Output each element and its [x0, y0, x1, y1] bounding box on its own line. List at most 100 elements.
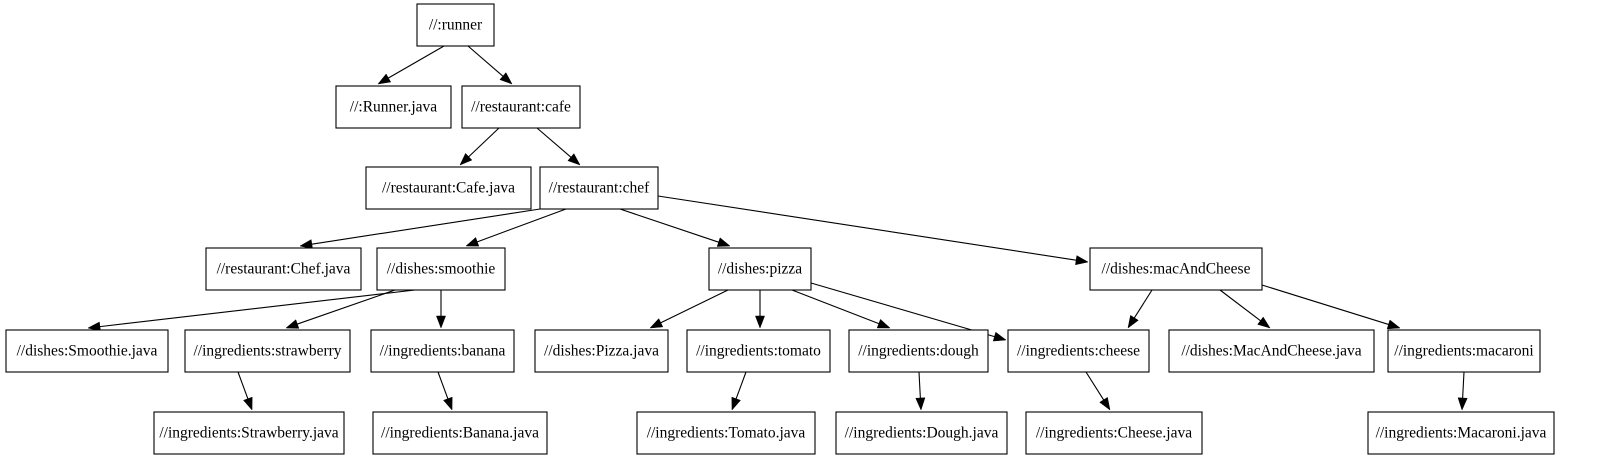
node-ing_banana[interactable]: //ingredients:banana: [370, 329, 515, 373]
node-box[interactable]: [1025, 411, 1203, 455]
node-label: //dishes:Pizza.java: [544, 343, 659, 360]
node-label: //ingredients:macaroni: [1394, 343, 1534, 360]
edge-arrowhead: [459, 152, 473, 166]
edge-line: [477, 208, 567, 243]
node-box[interactable]: [416, 3, 495, 47]
node-macandcheese_java[interactable]: //dishes:MacAndCheese.java: [1168, 329, 1375, 373]
edge-arrowhead: [992, 331, 1007, 342]
node-smoothie_java[interactable]: //dishes:Smoothie.java: [5, 329, 169, 373]
node-label: //ingredients:tomato: [696, 343, 821, 360]
node-runner[interactable]: //:runner: [416, 3, 495, 47]
node-ing_tomato[interactable]: //ingredients:tomato: [686, 329, 831, 373]
node-dough_java[interactable]: //ingredients:Dough.java: [835, 411, 1008, 455]
node-label: //ingredients:Banana.java: [381, 425, 539, 442]
node-ing_strawberry[interactable]: //ingredients:strawberry: [184, 329, 351, 373]
node-ing_dough[interactable]: //ingredients:dough: [848, 329, 989, 373]
node-box[interactable]: [372, 411, 548, 455]
node-macaroni_java[interactable]: //ingredients:Macaroni.java: [1367, 411, 1555, 455]
edge-arrowhead: [299, 239, 313, 250]
node-box[interactable]: [184, 329, 351, 373]
node-cheese_java[interactable]: //ingredients:Cheese.java: [1025, 411, 1203, 455]
node-box[interactable]: [1089, 247, 1263, 291]
node-box[interactable]: [335, 85, 452, 129]
node-dishes_pizza[interactable]: //dishes:pizza: [708, 247, 812, 291]
node-dishes_macandcheese[interactable]: //dishes:macAndCheese: [1089, 247, 1263, 291]
node-label: //dishes:pizza: [718, 261, 802, 278]
node-box[interactable]: [848, 329, 989, 373]
node-box[interactable]: [153, 411, 345, 455]
edge-dishes_smoothie-to-ing_strawberry: [285, 289, 396, 329]
edge-restaurant_chef-to-dishes_macandcheese: [657, 195, 1089, 266]
edge-line: [388, 45, 445, 79]
node-box[interactable]: [539, 166, 659, 210]
edge-arrowhead: [285, 319, 300, 329]
edge-arrowhead: [915, 397, 926, 411]
node-box[interactable]: [534, 329, 669, 373]
edge-line: [918, 371, 921, 399]
node-chef_java[interactable]: //restaurant:Chef.java: [205, 247, 362, 291]
node-box[interactable]: [365, 166, 532, 210]
edge-arrowhead: [1127, 314, 1139, 329]
edge-ing_banana-to-banana_java: [437, 371, 453, 411]
edge-arrowhead: [649, 318, 664, 329]
node-tomato_java[interactable]: //ingredients:Tomato.java: [636, 411, 816, 455]
edge-dishes_macandcheese-to-macandcheese_java: [1219, 289, 1271, 329]
edge-restaurant_cafe-to-cafe_java: [459, 127, 500, 166]
node-restaurant_cafe[interactable]: //restaurant:cafe: [461, 85, 581, 129]
node-label: //ingredients:cheese: [1017, 343, 1140, 360]
edge-line: [657, 195, 1077, 261]
edge-arrowhead: [1257, 316, 1271, 329]
node-label: //:runner: [429, 17, 483, 34]
edge-line: [619, 208, 719, 243]
node-box[interactable]: [1367, 411, 1555, 455]
node-banana_java[interactable]: //ingredients:Banana.java: [372, 411, 548, 455]
node-box[interactable]: [1007, 329, 1150, 373]
edge-arrowhead: [1386, 319, 1401, 330]
node-cafe_java[interactable]: //restaurant:Cafe.java: [365, 166, 532, 210]
node-box[interactable]: [5, 329, 169, 373]
node-box[interactable]: [461, 85, 581, 129]
edge-line: [810, 282, 995, 338]
edge-arrowhead: [716, 237, 731, 247]
edge-line: [1085, 371, 1105, 401]
node-box[interactable]: [376, 247, 506, 291]
edge-dishes_macandcheese-to-ing_macaroni: [1261, 284, 1401, 330]
edge-line: [468, 127, 500, 158]
node-box[interactable]: [708, 247, 812, 291]
edge-arrowhead: [499, 72, 513, 85]
edge-arrowhead: [567, 153, 581, 166]
node-ing_cheese[interactable]: //ingredients:cheese: [1007, 329, 1150, 373]
edge-restaurant_chef-to-dishes_pizza: [619, 208, 731, 247]
edge-dishes_pizza-to-ing_cheese: [810, 282, 1007, 342]
node-pizza_java[interactable]: //dishes:Pizza.java: [534, 329, 669, 373]
node-box[interactable]: [205, 247, 362, 291]
edge-dishes_smoothie-to-smoothie_java: [87, 289, 416, 332]
edge-dishes_pizza-to-ing_tomato: [755, 290, 765, 329]
node-box[interactable]: [835, 411, 1008, 455]
node-box[interactable]: [370, 329, 515, 373]
node-restaurant_chef[interactable]: //restaurant:chef: [539, 166, 659, 210]
node-label: //:Runner.java: [350, 99, 438, 116]
edge-line: [735, 371, 747, 399]
node-dishes_smoothie[interactable]: //dishes:smoothie: [376, 247, 506, 291]
node-runner_java[interactable]: //:Runner.java: [335, 85, 452, 129]
node-label: //ingredients:Tomato.java: [647, 425, 806, 442]
edge-line: [437, 371, 449, 399]
edge-ing_dough-to-dough_java: [915, 371, 926, 411]
edge-arrowhead: [1075, 255, 1089, 266]
edge-ing_tomato-to-tomato_java: [731, 371, 747, 411]
node-label: //ingredients:Cheese.java: [1036, 425, 1192, 442]
node-box[interactable]: [1387, 329, 1541, 373]
node-box[interactable]: [636, 411, 816, 455]
node-label: //ingredients:strawberry: [193, 343, 341, 360]
edge-arrowhead: [377, 73, 392, 85]
node-label: //restaurant:Chef.java: [217, 261, 351, 278]
node-ing_macaroni[interactable]: //ingredients:macaroni: [1387, 329, 1541, 373]
node-box[interactable]: [686, 329, 831, 373]
node-box[interactable]: [1168, 329, 1375, 373]
edge-line: [1261, 284, 1389, 325]
node-strawberry_java[interactable]: //ingredients:Strawberry.java: [153, 411, 345, 455]
edge-line: [1219, 289, 1261, 322]
node-label: //restaurant:chef: [549, 180, 651, 197]
